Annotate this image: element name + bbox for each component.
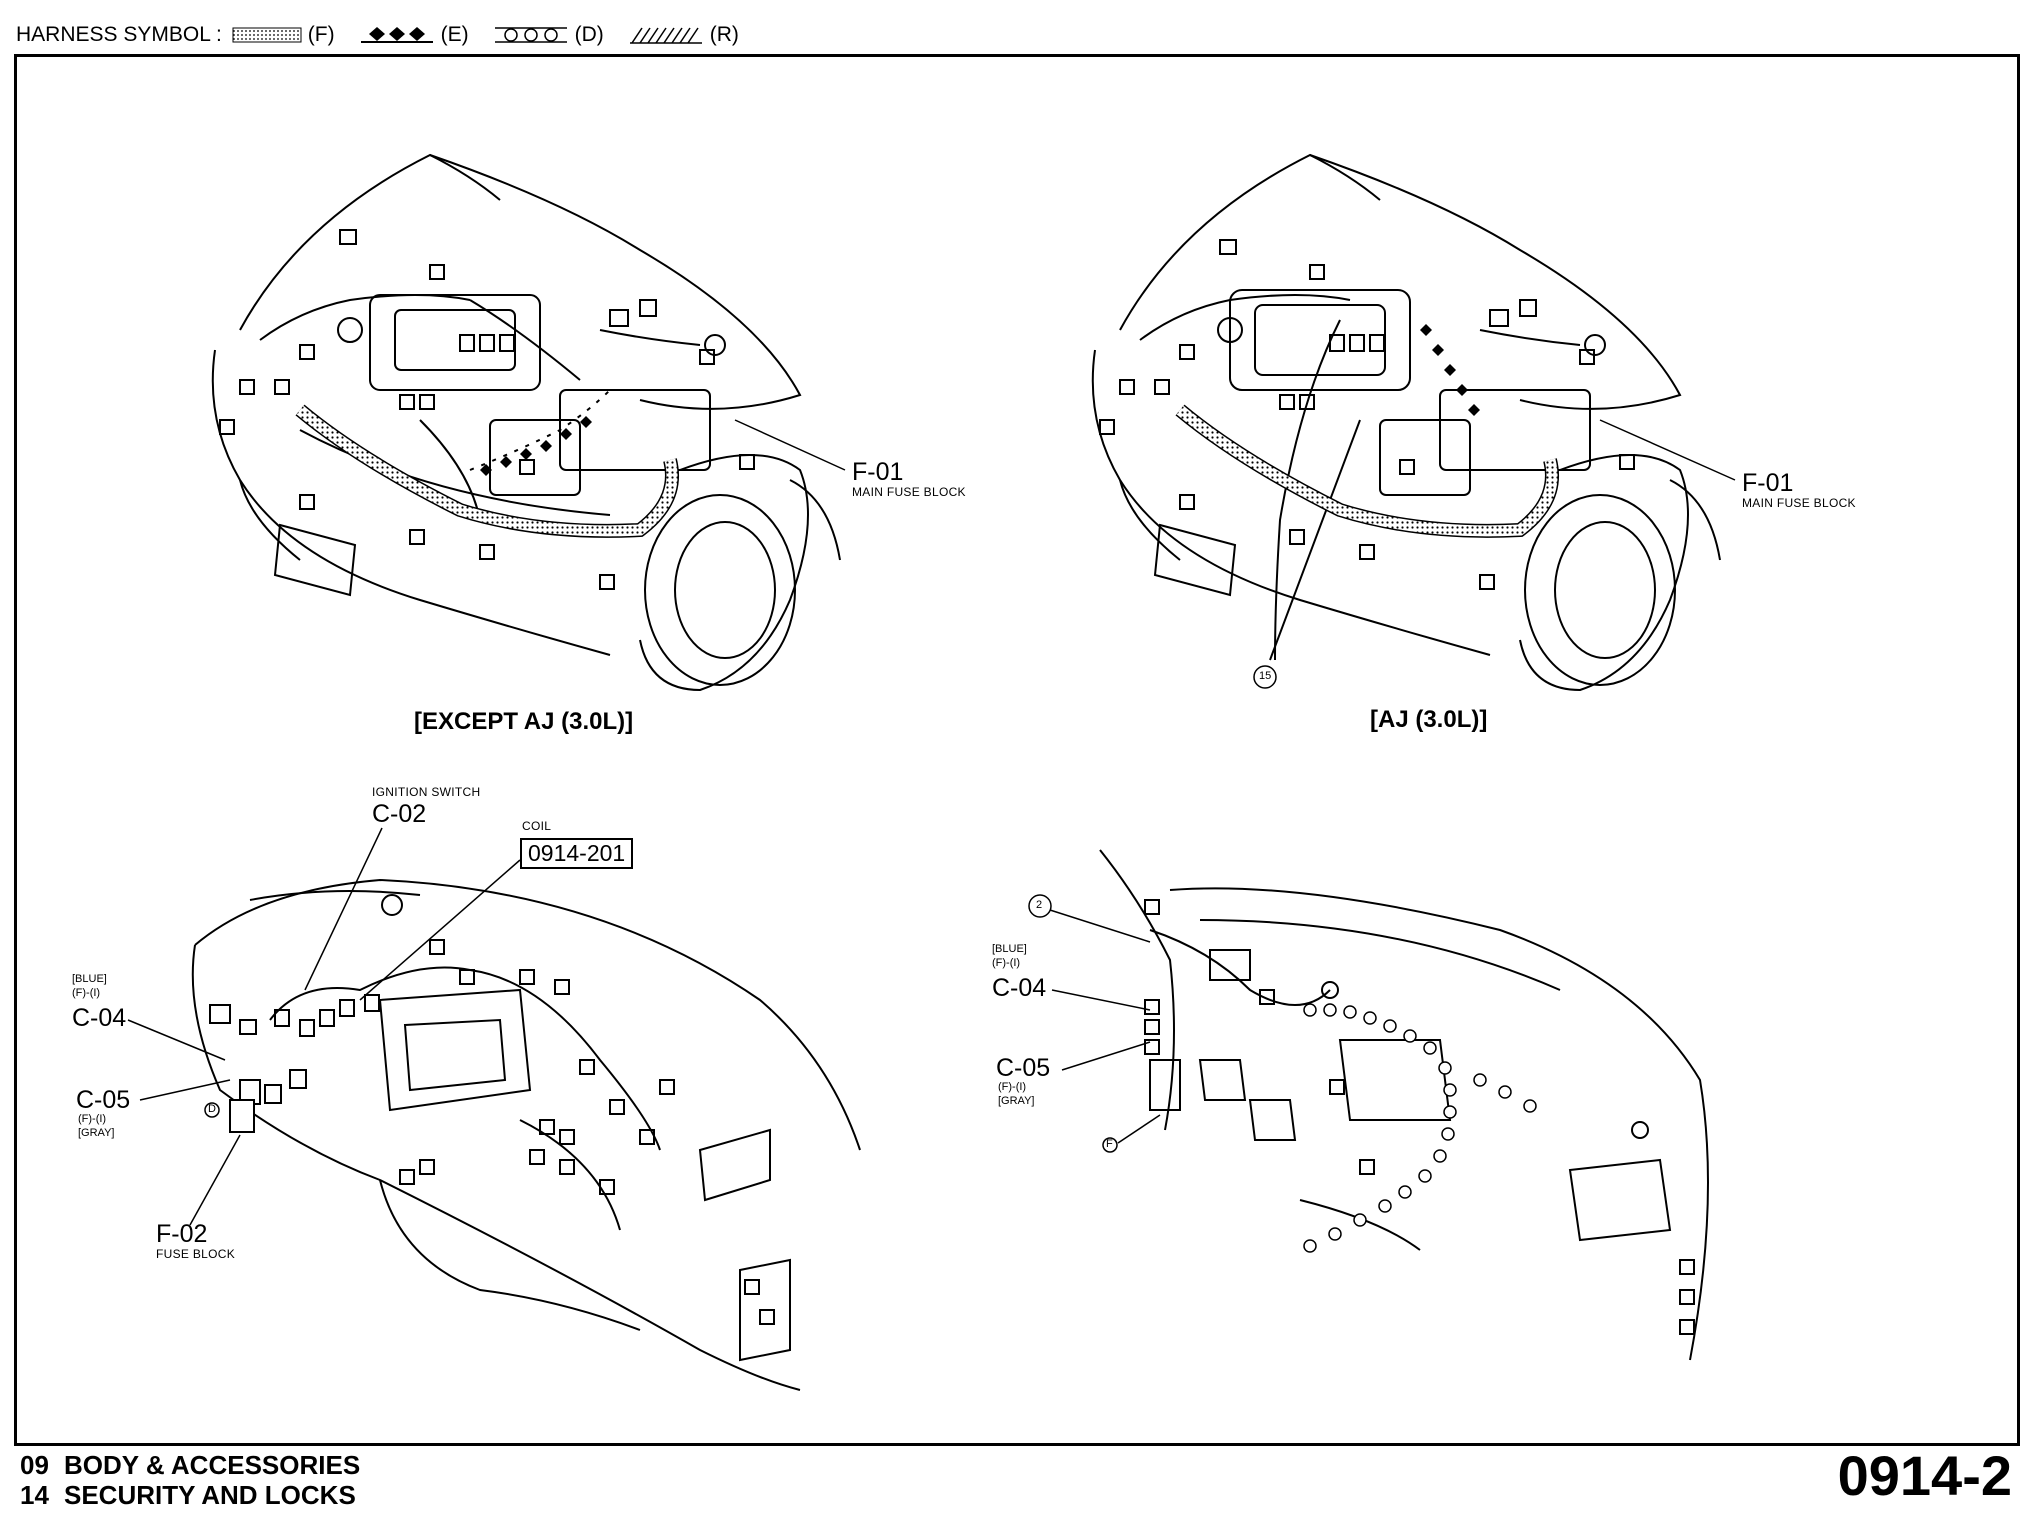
footer-line-1: 09 BODY & ACCESSORIES — [20, 1450, 360, 1480]
legend-code-e: (E) — [440, 23, 469, 46]
page-number: 0914-2 — [1837, 1444, 2012, 1507]
legend-code-d: (D) — [574, 23, 604, 46]
footer-line-1-text: BODY & ACCESSORIES — [64, 1450, 361, 1480]
c04-right-code: C-04 — [992, 974, 1047, 1002]
f01-right-desc: MAIN FUSE BLOCK — [1742, 496, 1856, 510]
c04-left-code: C-04 — [72, 1004, 127, 1032]
e-harness-left — [469, 389, 611, 471]
c05-left-color: [GRAY] — [78, 1127, 115, 1139]
legend-code-r: (R) — [709, 23, 739, 46]
d-marker-label: D — [208, 1103, 216, 1115]
coil-ref-box: 0914-201 — [520, 838, 634, 869]
c04-left-type: (F)-(I) — [72, 987, 101, 999]
e-harness-right — [1420, 324, 1480, 416]
legend-item-r: (R) — [628, 23, 739, 47]
d-harness-right — [1303, 1003, 1537, 1253]
ignition-switch-desc: IGNITION SWITCH — [372, 785, 481, 799]
hatched-band-icon — [629, 27, 702, 44]
c05-right-type: (F)-(I) — [998, 1081, 1027, 1093]
f02-code: F-02 — [156, 1220, 208, 1248]
footer-line-2-text: SECURITY AND LOCKS — [64, 1480, 356, 1510]
c05-left-code: C-05 — [76, 1086, 131, 1114]
d-marker — [204, 1102, 220, 1118]
legend-item-d: (D) — [493, 23, 604, 47]
title-aj: [AJ (3.0L)] — [1370, 706, 1488, 733]
dotted-band-icon — [232, 27, 302, 43]
coil-desc: COIL — [522, 819, 552, 833]
marker-2 — [1028, 894, 1052, 918]
c05-right-code: C-05 — [996, 1054, 1051, 1082]
dashboard-right — [1099, 849, 1709, 1361]
diamond-chain-icon — [360, 27, 433, 43]
ground-marker-15 — [1253, 665, 1277, 689]
fuse-block-f02 — [229, 1099, 255, 1133]
footer-line-2: 14 SECURITY AND LOCKS — [20, 1480, 360, 1510]
legend-item-e: (E) — [359, 23, 469, 47]
f02-desc: FUSE BLOCK — [156, 1247, 236, 1261]
marker-f — [1102, 1137, 1118, 1153]
footer-line-1-number: 09 — [20, 1450, 49, 1480]
marker-2-label: 2 — [1036, 899, 1043, 911]
diagram-frame — [14, 54, 2020, 1446]
section-footer: 09 BODY & ACCESSORIES 14 SECURITY AND LOCK… — [20, 1450, 360, 1510]
c05-right-color: [GRAY] — [998, 1095, 1035, 1107]
harness-symbol-legend: HARNESS SYMBOL : (F) (E) (D) — [16, 18, 753, 52]
footer-line-2-number: 14 — [20, 1480, 49, 1510]
title-except-aj: [EXCEPT AJ (3.0L)] — [414, 708, 634, 735]
marker-f-label: F — [1106, 1138, 1113, 1150]
c04-left-color: [BLUE] — [72, 973, 107, 985]
legend-code-f: (F) — [307, 23, 335, 46]
c04-right-type: (F)-(I) — [992, 957, 1021, 969]
circle-chain-icon — [494, 27, 567, 43]
legend-label: HARNESS SYMBOL : — [16, 23, 222, 46]
ground-15-label: 15 — [1259, 670, 1272, 682]
dashboard-left — [191, 878, 861, 1391]
f01-left-desc: MAIN FUSE BLOCK — [852, 485, 966, 499]
c05-left-type: (F)-(I) — [78, 1113, 107, 1125]
c04-right-color: [BLUE] — [992, 943, 1027, 955]
legend-item-f: (F) — [232, 23, 335, 47]
engine-bay-aj — [1091, 153, 1721, 692]
f01-right-code: F-01 — [1742, 469, 1794, 497]
f01-left-code: F-01 — [852, 458, 904, 486]
ignition-switch-code: C-02 — [372, 800, 427, 828]
